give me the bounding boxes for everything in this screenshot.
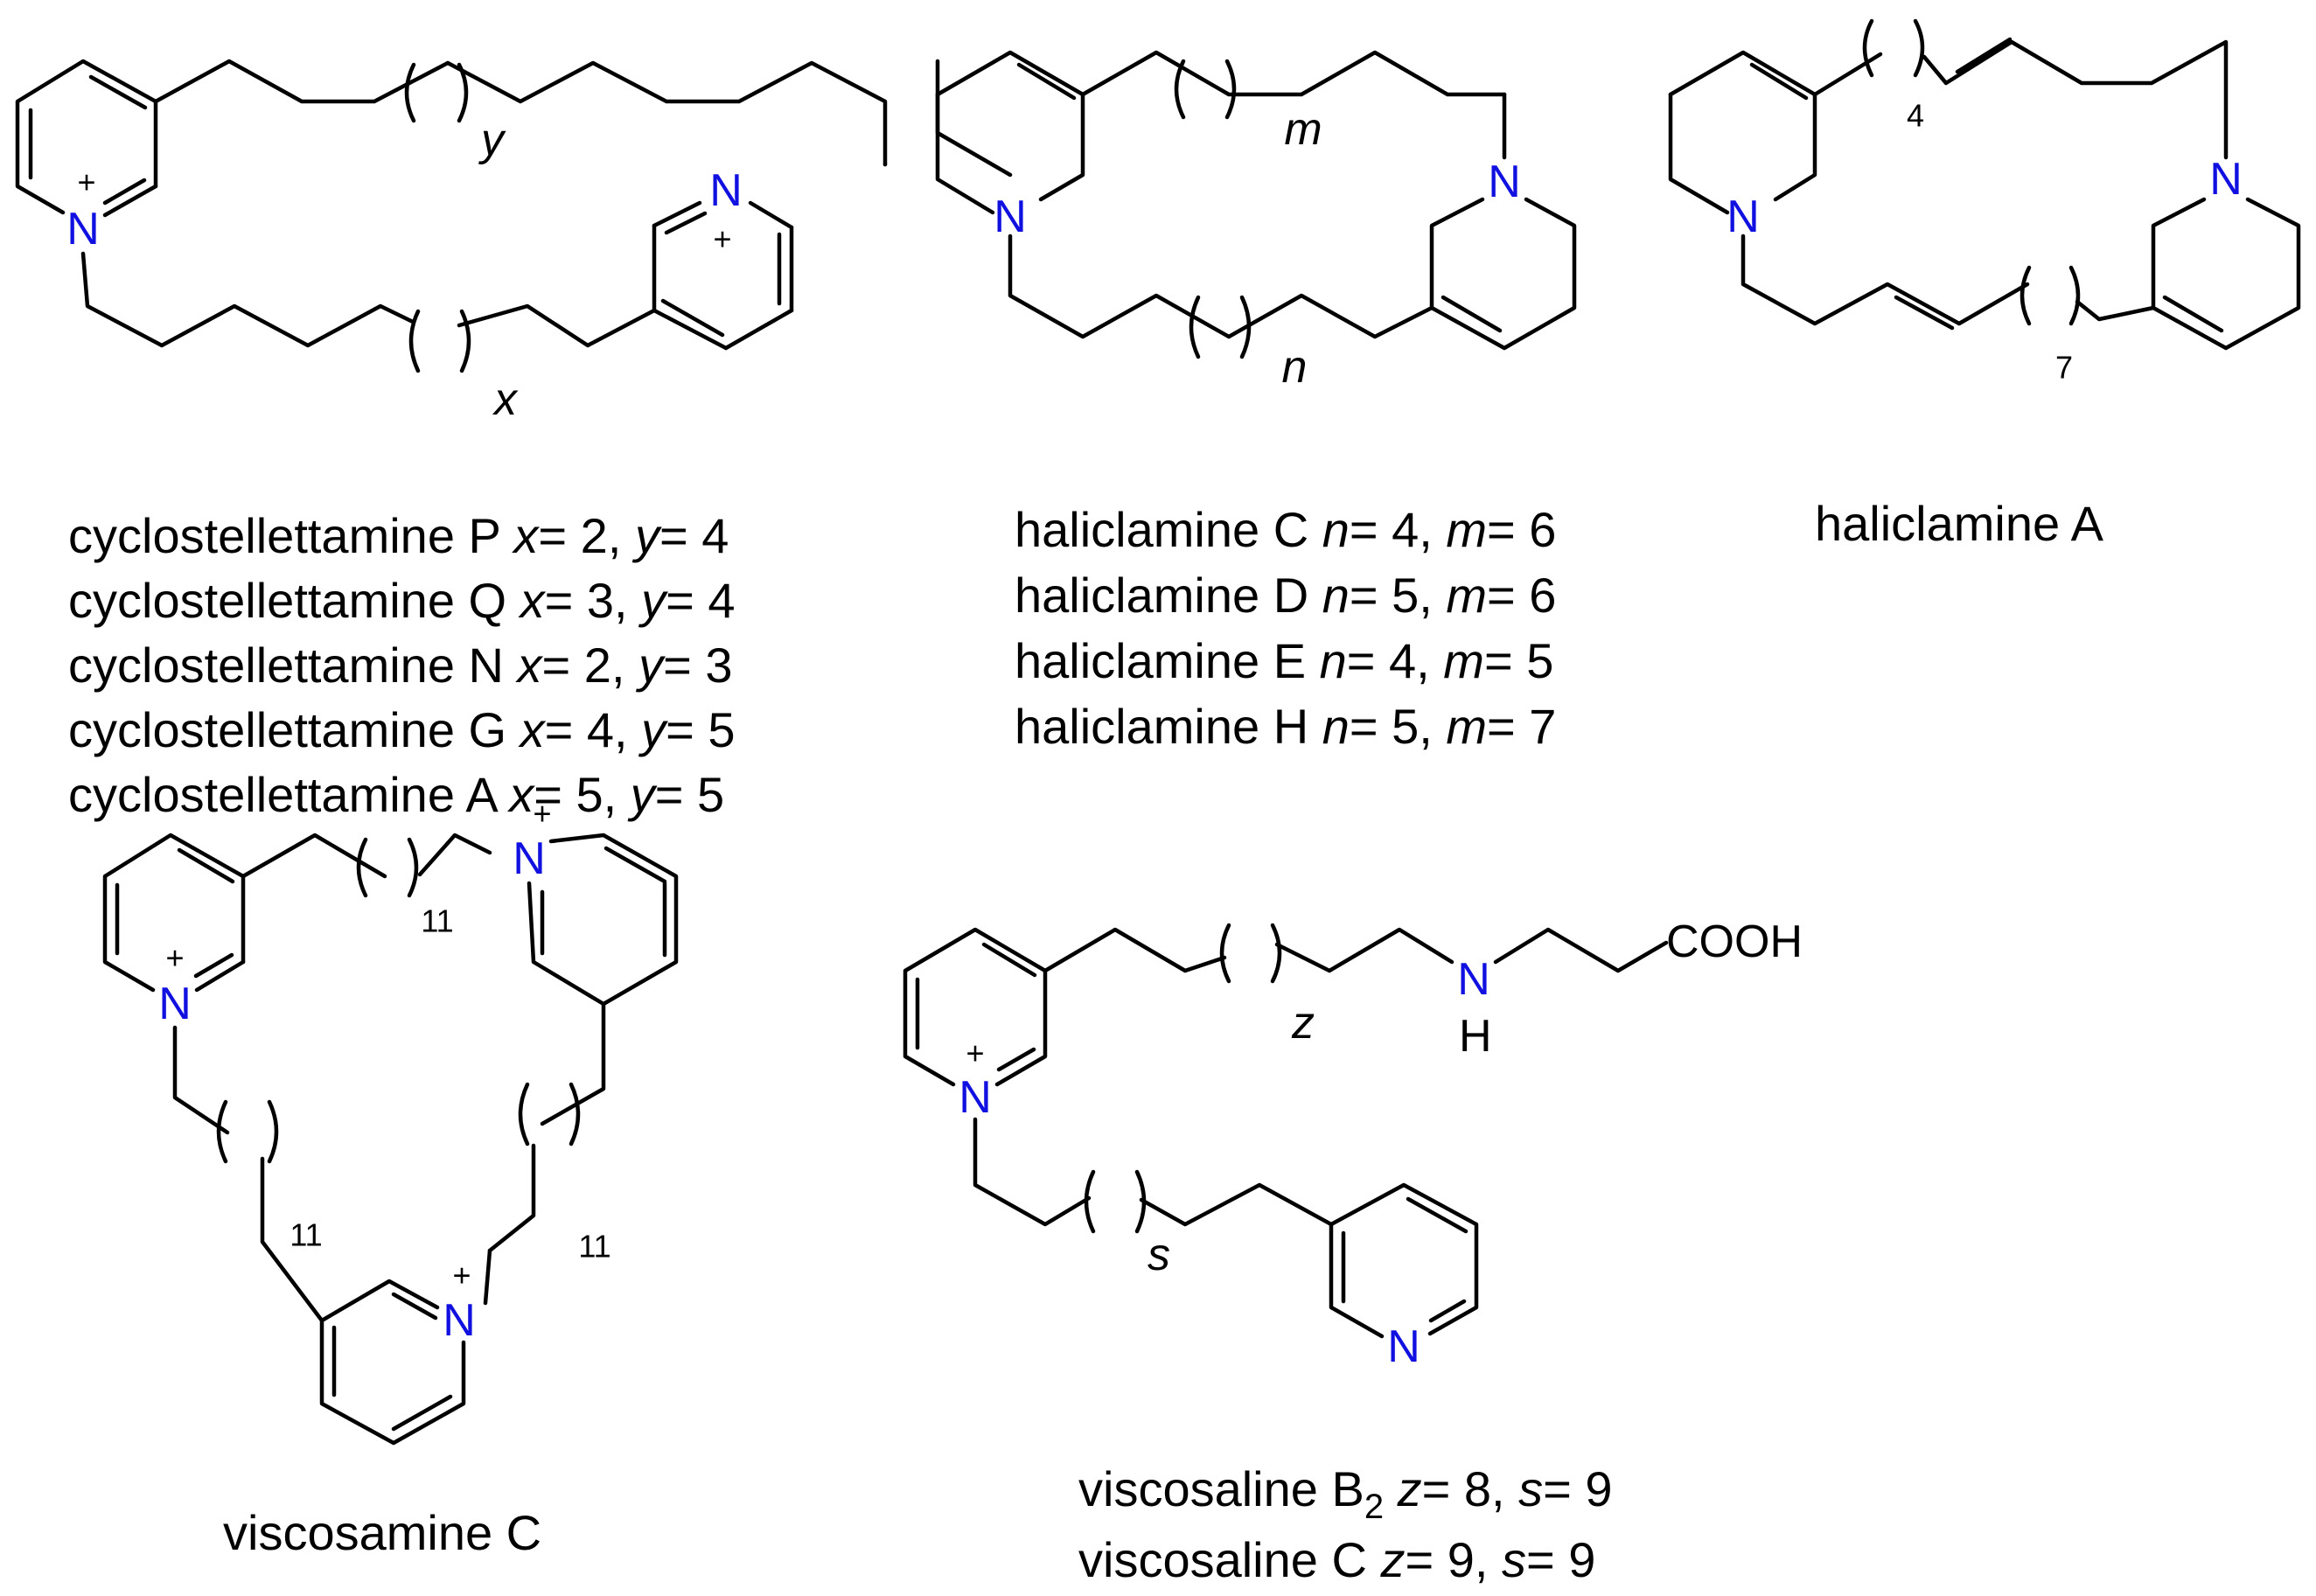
carboxyl-group: COOH: [1666, 916, 1803, 967]
viscosaline-diagram: N + z N H COOH s N: [903, 916, 1803, 1372]
caption-viscosaline-c: viscosaline C z= 9, s= 9: [1078, 1532, 1595, 1587]
caption-line: cyclostellettamine Q x= 3, y= 4: [68, 573, 736, 628]
nitrogen-atom: N: [959, 1072, 992, 1123]
chain-var-s: s: [1148, 1230, 1170, 1280]
caption-line: haliclamine H n= 5, m= 7: [1015, 699, 1556, 754]
caption-line: cyclostellettamine A x= 5, y= 5: [68, 767, 724, 822]
haliclamine-cdeh-diagram: N m N n: [935, 50, 1577, 393]
chain-count-11: 11: [421, 903, 453, 939]
chain-var-x: x: [492, 374, 519, 425]
cyclostellettamine-captions: cyclostellettamine P x= 2, y= 4 cycloste…: [68, 508, 736, 822]
positive-charge: +: [452, 1258, 471, 1293]
nitrogen-atom: N: [513, 833, 546, 884]
haliclamine-a-diagram: N 4 N 7: [1668, 18, 2301, 386]
chain-var-n: n: [1282, 342, 1308, 393]
positive-charge: +: [77, 164, 95, 200]
chain-var-y: y: [478, 115, 506, 165]
positive-charge: +: [713, 221, 731, 257]
caption-line: cyclostellettamine P x= 2, y= 4: [68, 508, 729, 563]
chain-count-7: 7: [2055, 350, 2073, 386]
caption-viscosamine-c: viscosamine C: [223, 1505, 541, 1560]
positive-charge: +: [533, 796, 551, 832]
nitrogen-atom: N: [1727, 192, 1760, 242]
nitrogen-atom: N: [709, 165, 743, 216]
caption-viscosaline-b2: viscosaline B2 z= 8, s= 9: [1078, 1461, 1613, 1526]
nitrogen-atom: N: [66, 204, 100, 254]
hydrogen-label: H: [1459, 1011, 1492, 1062]
caption-line: haliclamine E n= 4, m= 5: [1015, 633, 1553, 688]
positive-charge: +: [165, 940, 184, 976]
cyclostellettamine-diagram: N + y N + x: [15, 59, 888, 425]
nitrogen-atom: N: [1488, 157, 1521, 207]
positive-charge: +: [966, 1035, 984, 1071]
chain-count-11: 11: [290, 1217, 322, 1253]
nitrogen-atom: N: [158, 979, 192, 1029]
nitrogen-atom: N: [1457, 954, 1490, 1005]
caption-line: haliclamine C n= 4, m= 6: [1015, 502, 1556, 557]
caption-line: cyclostellettamine N x= 2, y= 3: [68, 638, 732, 693]
caption-line: haliclamine D n= 5, m= 6: [1015, 568, 1556, 623]
chain-var-m: m: [1284, 104, 1322, 155]
caption-haliclamine-a: haliclamine A: [1815, 496, 2104, 551]
chain-count-4: 4: [1907, 98, 1924, 134]
nitrogen-atom: N: [1387, 1321, 1420, 1372]
chain-count-11: 11: [578, 1229, 610, 1265]
chain-var-z: z: [1291, 998, 1315, 1049]
haliclamine-captions: haliclamine C n= 4, m= 6 haliclamine D n…: [1015, 502, 1556, 754]
nitrogen-atom: N: [994, 192, 1027, 242]
viscosamine-c-diagram: N + 11 N + 11 N + 11: [102, 796, 679, 1446]
nitrogen-atom: N: [443, 1295, 476, 1346]
nitrogen-atom: N: [2209, 154, 2243, 205]
caption-line: cyclostellettamine G x= 4, y= 5: [68, 702, 736, 757]
